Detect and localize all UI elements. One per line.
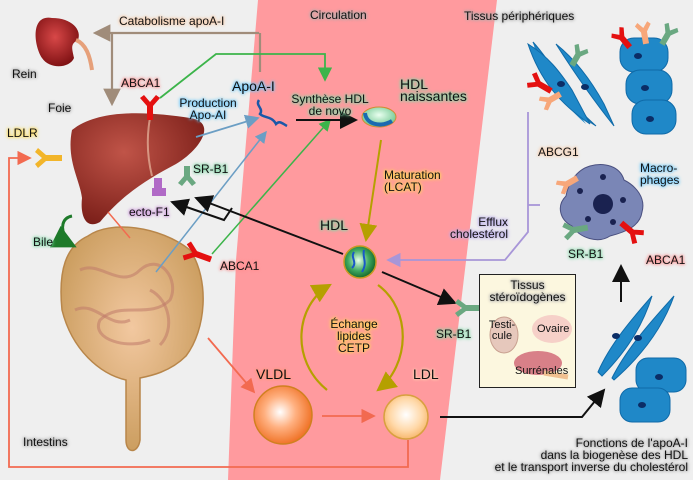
abca1-liver-receptor bbox=[140, 95, 160, 120]
steroid-title-line2: stéroïdogènes bbox=[489, 290, 566, 304]
exchange-label-line3: CETP bbox=[337, 341, 370, 355]
testis-label-line2: cule bbox=[491, 330, 513, 342]
nascent-hdl-label-line2: naissantes bbox=[400, 88, 467, 104]
ovary-label: Ovaire bbox=[537, 323, 570, 335]
hdl-label: HDL bbox=[320, 217, 349, 233]
macrophages-label-line1: Macro- bbox=[640, 161, 678, 175]
liver-production-arrow bbox=[195, 114, 260, 138]
srb1-macrophage-label: SR-B1 bbox=[568, 247, 604, 261]
vldl-label: VLDL bbox=[256, 366, 292, 382]
abca1-intestine-receptor bbox=[182, 241, 213, 263]
nascent-hdl-particle bbox=[361, 106, 397, 128]
maturation-label-line1: Maturation bbox=[384, 168, 441, 182]
intestine-illustration bbox=[60, 226, 204, 452]
nascent-hdl-label-line1: HDL bbox=[400, 76, 429, 92]
adrenal-label: Surrénales bbox=[515, 365, 569, 377]
srb1-steroid-receptor bbox=[455, 299, 480, 317]
production-label-line2: Apo-AI bbox=[189, 108, 227, 122]
kidney-illustration bbox=[35, 17, 94, 71]
srb1-liver-receptor bbox=[178, 166, 196, 186]
peripheral-receptors bbox=[526, 21, 679, 111]
ectof1-receptor bbox=[152, 178, 166, 196]
exchange-label-line1: Échange bbox=[330, 317, 378, 331]
apoai-label: ApoA-I bbox=[232, 78, 275, 94]
ldlr-label: LDLR bbox=[7, 126, 38, 140]
synthesis-label-line2: de novo bbox=[308, 104, 352, 118]
bile-arrow bbox=[49, 214, 77, 248]
liver-label: Foie bbox=[48, 101, 72, 115]
maturation-label-line2: (LCAT) bbox=[384, 180, 422, 194]
abca1-liver-label: ABCA1 bbox=[121, 76, 161, 90]
efflux-label-line1: Efflux bbox=[478, 215, 508, 229]
hdl-to-steroid-arrow bbox=[381, 271, 457, 306]
ldl-particle bbox=[383, 394, 429, 440]
steroidogenic-tissues-box: Tissus stéroïdogènes Testi- cule Ovaire … bbox=[479, 274, 576, 388]
srb1-liver-label: SR-B1 bbox=[193, 162, 229, 176]
apoai-protein bbox=[256, 99, 288, 128]
caption-line3: et le transport inverse du cholestérol bbox=[494, 460, 688, 474]
abcg1-label: ABCG1 bbox=[538, 145, 579, 159]
peripheral-epithelial-cells bbox=[619, 37, 677, 135]
efflux-arrow bbox=[386, 112, 529, 268]
circulation-label: Circulation bbox=[310, 8, 367, 22]
ldlr-receptor bbox=[35, 148, 62, 168]
steroid-organs-illustration bbox=[489, 315, 572, 380]
efflux-label-line2: cholestérol bbox=[449, 227, 508, 241]
exchange-label-line2: lipides bbox=[336, 329, 372, 343]
abca1-intestine-synthesis-arrow bbox=[211, 118, 331, 255]
vldl-particle bbox=[253, 385, 313, 445]
srb1-steroid-label: SR-B1 bbox=[436, 327, 472, 341]
liver-illustration bbox=[70, 113, 205, 225]
caption-line2: dans la biogenèse des HDL bbox=[540, 448, 688, 462]
peripheral-tissues-label: Tissus périphériques bbox=[464, 9, 575, 23]
cetp-arc-right bbox=[376, 284, 404, 392]
kidney-label: Rein bbox=[12, 67, 37, 81]
abca1-macrophage-label: ABCA1 bbox=[646, 253, 686, 267]
ldl-ldlr-return-arrow bbox=[8, 150, 409, 468]
intestines-label: Intestins bbox=[23, 435, 68, 449]
bottom-peripheral-cells bbox=[597, 295, 687, 423]
ldl-peripheral-arrow bbox=[440, 388, 606, 418]
ldl-label: LDL bbox=[413, 366, 439, 382]
liver-intestine-line bbox=[107, 211, 131, 239]
macrophages-label-line2: phages bbox=[640, 173, 680, 187]
caption-line1: Fonctions de l'apoA-I bbox=[575, 436, 688, 450]
testis-label-line1: Testi- bbox=[488, 319, 516, 331]
hdl-to-liver-arrow bbox=[194, 195, 344, 255]
macrophage-cell bbox=[555, 164, 644, 245]
bile-label: Bile bbox=[33, 235, 54, 249]
hdl-particle bbox=[343, 245, 377, 279]
hdl-to-ectof1-arrow bbox=[170, 198, 233, 222]
ectof1-label: ecto-F1 bbox=[129, 205, 170, 219]
catabolism-label: Catabolisme apoA-I bbox=[119, 14, 225, 28]
synthesis-label-line1: Synthèse HDL bbox=[291, 92, 369, 106]
abca1-intestine-label: ABCA1 bbox=[220, 259, 260, 273]
catabolism-arrow bbox=[92, 24, 260, 42]
maturation-arrow bbox=[359, 139, 382, 242]
abca1-liver-synthesis-arrow bbox=[159, 53, 333, 99]
intestine-vldl-arrow bbox=[207, 337, 256, 394]
cetp-arc-left bbox=[300, 283, 332, 391]
production-label-line1: Production bbox=[179, 96, 237, 110]
steroid-title-line1: Tissus bbox=[510, 278, 545, 292]
